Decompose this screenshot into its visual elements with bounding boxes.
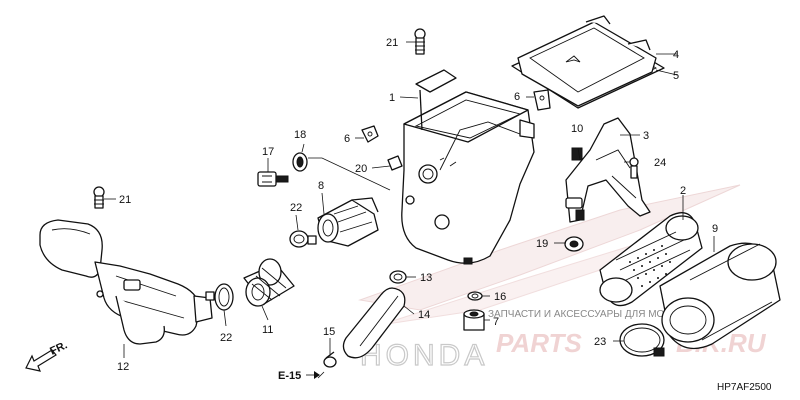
callout-6-right: 6 xyxy=(514,91,520,103)
part-21-bolt-left xyxy=(93,186,105,209)
part-22-clamp-upper xyxy=(289,230,317,248)
callout-24: 24 xyxy=(654,157,666,169)
callout-1: 1 xyxy=(389,92,395,104)
part-6-bracket-left xyxy=(361,125,379,143)
callout-labels: 1 2 3 4 5 6 6 7 8 9 10 11 12 13 14 15 16… xyxy=(117,37,718,373)
part-24-screw xyxy=(629,157,639,179)
callout-16: 16 xyxy=(494,291,506,303)
part-10-block xyxy=(571,147,583,161)
callout-21-top: 21 xyxy=(386,37,398,49)
part-14-drain-tube xyxy=(342,287,406,359)
callout-2: 2 xyxy=(680,185,686,197)
part-4-cover xyxy=(517,15,657,107)
leader-lines xyxy=(104,41,715,379)
callout-19: 19 xyxy=(536,238,548,250)
part-23-band-clamp xyxy=(619,323,665,357)
part-16-o-ring xyxy=(467,291,483,301)
part-18-grommet xyxy=(292,152,308,172)
callout-13: 13 xyxy=(420,272,432,284)
filter-perforation xyxy=(629,245,671,287)
front-label: FR. xyxy=(48,339,69,357)
part-17-sensor xyxy=(257,171,289,187)
callout-5: 5 xyxy=(673,70,679,82)
part-19-grommet xyxy=(564,236,584,252)
callout-3: 3 xyxy=(643,130,649,142)
part-21-bolt-top xyxy=(414,28,426,55)
watermark-site-text: ЗАПЧАСТИ И АКСЕССУАРЫ ДЛЯ МОТОТЕХНИКИ xyxy=(488,309,725,320)
callout-18: 18 xyxy=(294,129,306,141)
callout-21-left: 21 xyxy=(119,194,131,206)
reference-e15-label: E-15 xyxy=(278,370,301,382)
callout-22-lower: 22 xyxy=(220,332,232,344)
part-9-outer-filter xyxy=(659,242,781,350)
front-direction-indicator: FR. xyxy=(25,339,69,372)
part-20-clip xyxy=(387,155,403,171)
diagram-code: HP7AF2500 xyxy=(717,382,772,393)
callout-22-upper: 22 xyxy=(290,202,302,214)
callout-10: 10 xyxy=(571,123,583,135)
watermark-logo-left: PARTS xyxy=(496,328,582,358)
part-7-cap xyxy=(463,309,485,331)
part-3-element-holder xyxy=(565,117,651,223)
callout-23: 23 xyxy=(594,336,606,348)
callout-9: 9 xyxy=(712,223,718,235)
part-8-tube-connector xyxy=(317,197,379,247)
part-11-connecting-tube xyxy=(243,258,295,307)
part-2-filter-element xyxy=(599,212,703,307)
callout-7: 7 xyxy=(493,316,499,328)
part-6-bracket-right xyxy=(533,89,551,111)
callout-17: 17 xyxy=(262,146,274,158)
callout-20: 20 xyxy=(355,163,367,175)
callout-14: 14 xyxy=(418,309,430,321)
honda-watermark-text: HONDA xyxy=(360,339,488,372)
front-arrow-icon xyxy=(25,349,57,372)
part-13-plug xyxy=(389,270,407,284)
callout-6-left: 6 xyxy=(344,133,350,145)
callout-8: 8 xyxy=(318,180,324,192)
part-12-intake-duct xyxy=(39,219,213,345)
reference-e15: E-15 xyxy=(278,370,320,382)
part-1-air-cleaner-case xyxy=(401,69,535,265)
honda-wing-watermark xyxy=(358,184,741,326)
callout-15: 15 xyxy=(323,326,335,338)
callout-12: 12 xyxy=(117,361,129,373)
callout-4: 4 xyxy=(673,49,679,61)
callout-11: 11 xyxy=(262,324,273,336)
